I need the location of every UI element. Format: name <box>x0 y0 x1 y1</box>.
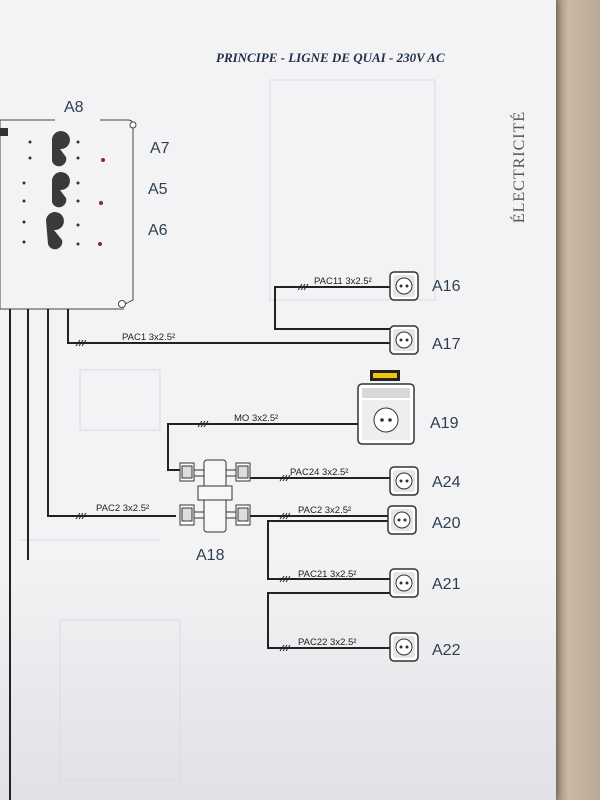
label-a19: A19 <box>430 415 459 432</box>
wiring-diagram: A8 A7 A5 A6 PAC11 3x2.5² PAC1 3x2.5² MO … <box>0 79 461 800</box>
cable-label-pac11: PAC11 3x2.5² <box>314 276 372 287</box>
socket-a24 <box>389 466 419 496</box>
breaker-a6 <box>22 212 102 250</box>
cable-label-pac24: PAC24 3x2.5² <box>290 467 348 478</box>
label-a16: A16 <box>432 278 461 295</box>
socket-a22 <box>389 632 419 662</box>
cable-label-mo: MO 3x2.5² <box>234 413 278 424</box>
label-a20: A20 <box>432 515 461 532</box>
faint-bg-drawing <box>20 79 436 781</box>
label-a7: A7 <box>150 140 170 157</box>
socket-a16 <box>389 271 419 301</box>
main-panel <box>0 119 137 310</box>
breaker-a5 <box>22 172 103 208</box>
label-a8: A8 <box>64 99 84 116</box>
socket-a17 <box>389 325 419 355</box>
label-a21: A21 <box>432 576 461 593</box>
cable-label-pac2-left: PAC2 3x2.5² <box>96 503 149 514</box>
breaker-a7 <box>28 131 105 167</box>
socket-a19 <box>357 370 415 445</box>
socket-a20 <box>387 505 417 535</box>
cable-ticks <box>75 283 309 652</box>
label-a17: A17 <box>432 336 461 353</box>
junction-box-a18 <box>179 459 251 533</box>
cable-label-pac1: PAC1 3x2.5² <box>122 332 175 343</box>
label-a5: A5 <box>148 181 168 198</box>
label-a24: A24 <box>432 474 461 491</box>
wires <box>9 286 390 800</box>
cable-label-pac21: PAC21 3x2.5² <box>298 569 356 580</box>
background-fabric <box>548 0 600 800</box>
label-a18: A18 <box>196 547 225 564</box>
socket-a21 <box>389 568 419 598</box>
label-a22: A22 <box>432 642 461 659</box>
cable-label-pac2-right: PAC2 3x2.5² <box>298 505 351 516</box>
page-shadow <box>0 560 556 800</box>
label-a6: A6 <box>148 222 168 239</box>
cable-label-pac22: PAC22 3x2.5² <box>298 637 356 648</box>
page-title: PRINCIPE - LIGNE DE QUAI - 230V AC <box>216 50 445 65</box>
